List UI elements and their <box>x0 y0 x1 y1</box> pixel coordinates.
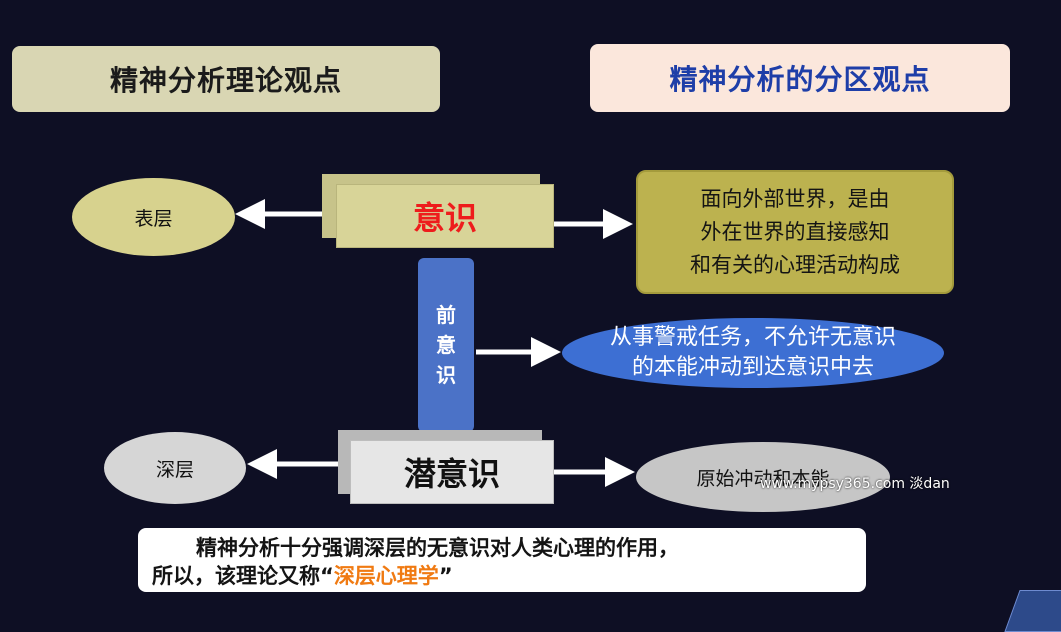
summary-line-2: 所以，该理论又称“深层心理学” <box>152 562 852 590</box>
preconscious-char-3: 识 <box>436 363 456 387</box>
layer-surface-ellipse: 表层 <box>72 178 235 256</box>
preconscious-desc-line-2: 的本能冲动到达意识中去 <box>631 355 874 380</box>
summary-box: 精神分析十分强调深层的无意识对人类心理的作用， 所以，该理论又称“深层心理学” <box>138 528 866 592</box>
conscious-desc-line-2: 外在世界的直接感知 <box>700 219 890 244</box>
summary-line-2-suffix: ” <box>438 564 453 588</box>
header-topographic-perspective: 精神分析的分区观点 <box>590 44 1010 112</box>
watermark-text: www.mypsy365.com 淡dan <box>760 476 950 492</box>
unconscious-description-ellipse: 原始冲动和本能 <box>636 442 890 512</box>
conscious-desc-line-1: 面向外部世界，是由 <box>700 186 890 211</box>
unconscious-box: 潜意识 <box>350 440 554 504</box>
preconscious-bar: 前 意 识 <box>418 258 474 432</box>
summary-line-1: 精神分析十分强调深层的无意识对人类心理的作用， <box>196 536 679 560</box>
summary-line-2-prefix: 所以，该理论又称“ <box>152 564 334 588</box>
conscious-desc-line-3: 和有关的心理活动构成 <box>690 252 900 277</box>
preconscious-char-1: 前 <box>436 303 456 327</box>
preconscious-description-ellipse: 从事警戒任务，不允许无意识 的本能冲动到达意识中去 <box>562 318 944 388</box>
preconscious-desc-line-1: 从事警戒任务，不允许无意识 <box>609 325 896 350</box>
layer-deep-ellipse: 深层 <box>104 432 246 504</box>
conscious-box: 意识 <box>336 184 554 248</box>
summary-term-highlight: 深层心理学 <box>333 564 439 588</box>
header-theory-perspective: 精神分析理论观点 <box>12 46 440 112</box>
preconscious-char-2: 意 <box>436 333 456 357</box>
conscious-description-box: 面向外部世界，是由 外在世界的直接感知 和有关的心理活动构成 <box>636 170 954 294</box>
